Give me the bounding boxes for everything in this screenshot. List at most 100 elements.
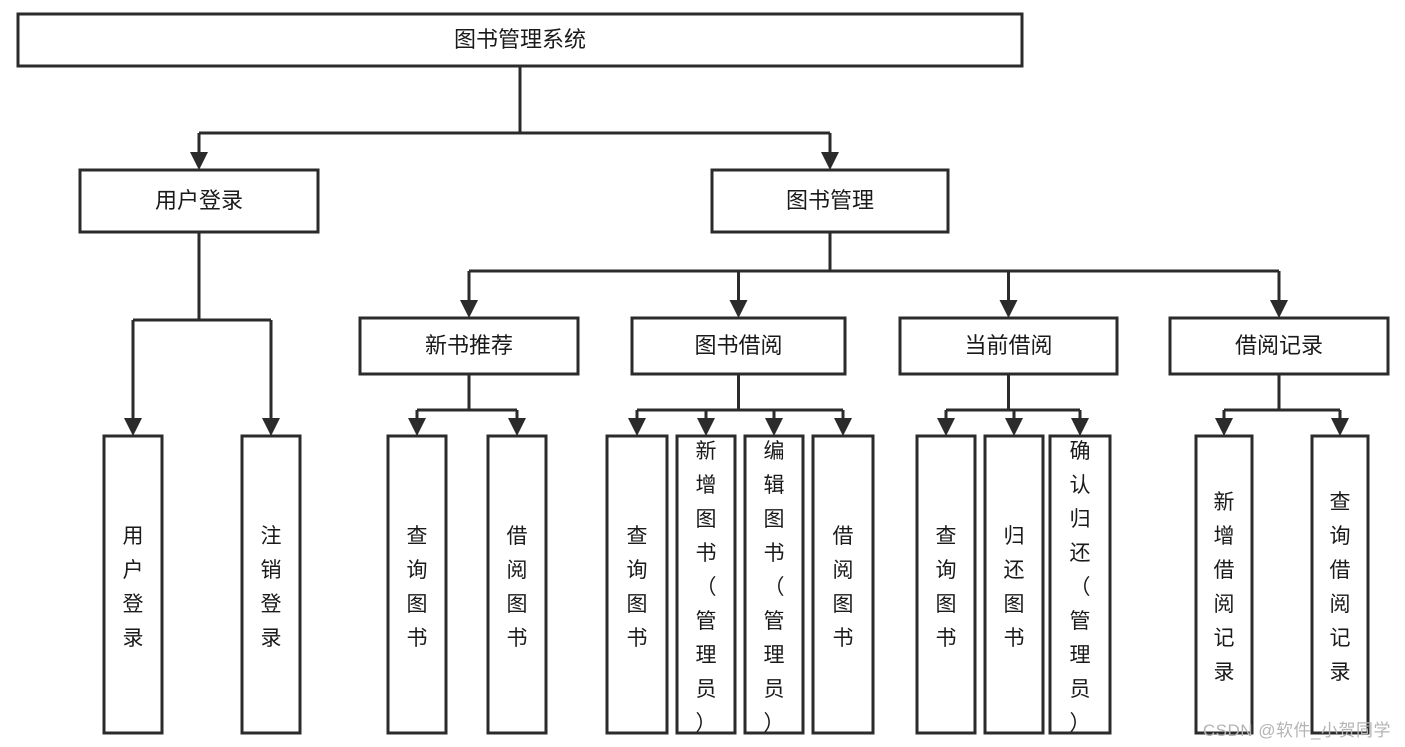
arrow-head-icon <box>821 152 839 170</box>
arrow-head-icon <box>628 418 646 436</box>
node-layer: 图书管理系统用户登录图书管理新书推荐图书借阅当前借阅借阅记录用户登录注销登录查询… <box>16 12 1390 735</box>
node-box-leaf-add-record[interactable] <box>1194 434 1254 735</box>
node-label-char: 还 <box>1004 559 1025 582</box>
node-current-borrow[interactable]: 当前借阅 <box>898 316 1119 376</box>
node-label-char: 书 <box>407 627 428 650</box>
node-label-char: 编 <box>764 440 785 463</box>
node-label-char: 录 <box>1330 661 1351 684</box>
node-box-leaf-query-book-rec[interactable] <box>386 434 448 735</box>
node-label-char: 借 <box>507 525 528 548</box>
node-new-book-recommend[interactable]: 新书推荐 <box>358 316 580 376</box>
node-label-char: 书 <box>936 627 957 650</box>
node-label-char: 员 <box>1070 678 1091 701</box>
node-label-borrow-record: 借阅记录 <box>1235 333 1323 358</box>
node-label-char: ） <box>1070 712 1091 735</box>
arrow-head-icon <box>1215 418 1233 436</box>
node-root[interactable]: 图书管理系统 <box>16 12 1024 68</box>
csdn-watermark: CSDN @软件_小贺同学 <box>1202 721 1391 740</box>
node-label-char: 确 <box>1070 440 1091 463</box>
node-label-char: 查 <box>407 525 428 548</box>
node-box-leaf-edit-book[interactable] <box>743 434 805 735</box>
node-box-leaf-borrow-book-bb[interactable] <box>811 434 875 735</box>
node-label-char: 注 <box>261 525 282 548</box>
node-box-borrow-record[interactable] <box>1168 316 1390 376</box>
node-label-char: 图 <box>696 508 717 531</box>
node-label-char: 管 <box>696 610 717 633</box>
node-label-char: 图 <box>407 593 428 616</box>
node-label-char: 管 <box>764 610 785 633</box>
node-label-book-borrow: 图书借阅 <box>694 333 782 358</box>
node-label-char: 阅 <box>1330 593 1351 616</box>
node-label-char: 员 <box>696 678 717 701</box>
node-box-root[interactable] <box>16 12 1024 68</box>
node-label-user-login: 用户登录 <box>155 188 243 213</box>
node-label-char: 书 <box>507 627 528 650</box>
node-label-char: 登 <box>123 593 144 616</box>
node-label-char: 认 <box>1070 474 1091 497</box>
node-label-char: 销 <box>261 559 282 582</box>
arrow-head-icon <box>999 300 1018 318</box>
arrow-head-icon <box>1270 300 1288 318</box>
node-book-borrow[interactable]: 图书借阅 <box>630 316 847 376</box>
node-box-leaf-query-record[interactable] <box>1310 434 1370 735</box>
node-box-leaf-confirm-return[interactable] <box>1048 434 1112 735</box>
node-label-char: 用 <box>123 525 144 548</box>
node-label-char: 员 <box>764 678 785 701</box>
node-label-char: 书 <box>833 627 854 650</box>
arrow-head-icon <box>729 300 748 318</box>
node-box-user-login[interactable] <box>78 168 320 234</box>
node-user-login[interactable]: 用户登录 <box>78 168 320 234</box>
node-label-char: 借 <box>1214 559 1235 582</box>
node-box-leaf-borrow-book-rec[interactable] <box>486 434 548 735</box>
node-box-leaf-user-login[interactable] <box>102 434 164 735</box>
node-book-manage[interactable]: 图书管理 <box>710 168 950 234</box>
node-label-char: 查 <box>936 525 957 548</box>
node-label-char: 借 <box>1330 559 1351 582</box>
node-label-char: 记 <box>1214 627 1235 650</box>
node-label-char: 书 <box>696 542 717 565</box>
node-box-book-borrow[interactable] <box>630 316 847 376</box>
arrow-head-icon <box>262 418 280 436</box>
node-label-char: 图 <box>507 593 528 616</box>
node-borrow-record[interactable]: 借阅记录 <box>1168 316 1390 376</box>
node-label-char: 查 <box>627 525 648 548</box>
arrow-head-icon <box>124 418 142 436</box>
arrow-head-icon <box>834 418 852 436</box>
node-label-char: 阅 <box>833 559 854 582</box>
node-box-leaf-query-book-bb[interactable] <box>605 434 669 735</box>
node-box-new-book-recommend[interactable] <box>358 316 580 376</box>
node-box-book-manage[interactable] <box>710 168 950 234</box>
node-label-char: 询 <box>407 559 428 582</box>
node-box-leaf-add-book[interactable] <box>675 434 737 735</box>
node-box-leaf-query-book-cb[interactable] <box>915 434 977 735</box>
node-box-leaf-return-book[interactable] <box>983 434 1045 735</box>
node-label-char: 阅 <box>507 559 528 582</box>
node-label-char: 新 <box>696 440 717 463</box>
node-box-leaf-logout[interactable] <box>240 434 302 735</box>
node-label-char: 增 <box>696 474 717 497</box>
arrow-head-icon <box>460 300 478 318</box>
arrow-head-icon <box>508 418 526 436</box>
node-label-char: 借 <box>833 525 854 548</box>
node-label-char: 书 <box>764 542 785 565</box>
node-label-char: 录 <box>261 627 282 650</box>
node-box-current-borrow[interactable] <box>898 316 1119 376</box>
node-label-char: 书 <box>627 627 648 650</box>
node-leaf-user-login[interactable]: 用户登录 <box>102 434 164 735</box>
node-label-current-borrow: 当前借阅 <box>964 333 1052 358</box>
node-label-char: （ <box>764 576 785 599</box>
arrow-head-icon <box>697 418 715 436</box>
